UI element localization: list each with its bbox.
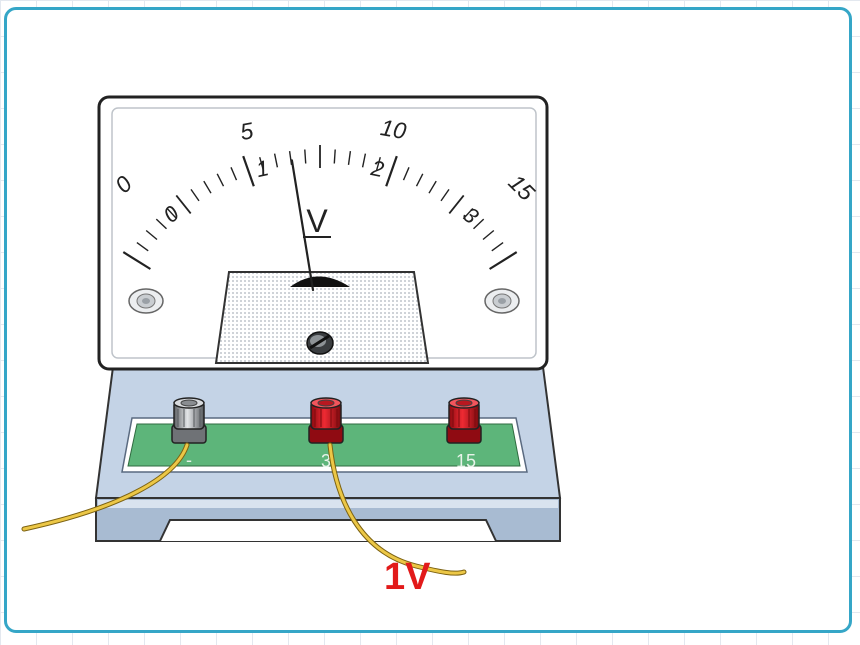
scale-tick xyxy=(385,155,398,187)
mounting-screw-right xyxy=(484,288,520,314)
upper-scale-label-10: 10 xyxy=(379,114,409,144)
scale-tick xyxy=(462,208,474,220)
scale-tick xyxy=(136,242,149,252)
scale-tick xyxy=(166,208,178,220)
terminal-15[interactable] xyxy=(446,397,482,444)
scale-tick xyxy=(122,251,151,270)
scale-tick xyxy=(155,218,167,230)
scale-tick xyxy=(190,189,200,202)
lower-scale-label-2: 2 xyxy=(368,155,386,182)
scale-tick xyxy=(428,180,437,194)
scale-tick xyxy=(473,218,485,230)
scale-tick xyxy=(440,189,450,202)
terminal-label-3: 3 xyxy=(321,451,331,471)
terminal-plate xyxy=(121,417,528,473)
terminal-label-15: 15 xyxy=(456,451,476,471)
mounting-screw-left xyxy=(128,288,164,314)
scale-tick xyxy=(216,173,225,187)
scale-tick xyxy=(415,173,424,187)
scale-tick xyxy=(230,167,238,181)
meter-needle xyxy=(290,159,315,292)
scale-tick xyxy=(489,251,518,270)
scale-tick xyxy=(361,153,367,168)
meter-grill xyxy=(214,271,430,364)
scale-tick xyxy=(175,194,192,214)
lower-scale-label-1: 1 xyxy=(254,155,271,182)
scale-tick xyxy=(347,151,352,165)
wire-negative xyxy=(21,442,190,532)
scale-tick xyxy=(448,194,465,214)
scale-tick xyxy=(203,180,212,194)
zero-adjust-screw[interactable] xyxy=(306,331,334,355)
terminal-label-negative: - xyxy=(186,450,192,470)
scale-tick xyxy=(273,153,279,168)
terminal-3[interactable] xyxy=(308,397,344,444)
scale-tick xyxy=(482,229,495,241)
scale-tick xyxy=(242,155,255,187)
scale-tick xyxy=(259,157,265,171)
scale-tick xyxy=(375,157,381,171)
scale-tick xyxy=(304,149,307,164)
scale-tick xyxy=(491,242,504,252)
scale-tick xyxy=(402,167,410,181)
terminal-negative[interactable] xyxy=(171,397,207,444)
reading-annotation: 1V xyxy=(384,556,431,598)
meter-face xyxy=(97,95,549,371)
scale-ticks xyxy=(122,145,518,270)
wire-3v xyxy=(327,442,467,576)
scale-tick xyxy=(145,229,158,241)
unit-symbol: V xyxy=(306,203,328,239)
upper-scale-label-5: 5 xyxy=(238,117,255,145)
scale-tick xyxy=(333,149,336,164)
